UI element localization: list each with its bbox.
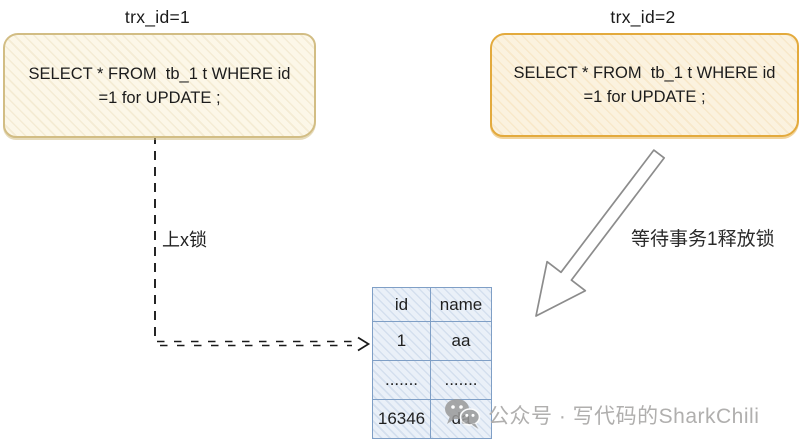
wait-arrow-icon — [535, 149, 666, 317]
table-header-id: id — [372, 287, 431, 322]
trx1-title: trx_id=1 — [124, 7, 191, 27]
table-row: ....... ....... — [372, 360, 492, 400]
table-cell: ....... — [372, 360, 431, 400]
table-row: 1 aa — [372, 321, 492, 361]
dashed-arrowhead-icon — [357, 336, 371, 352]
wechat-icon — [445, 399, 481, 429]
trx1-sql-box: SELECT * FROM tb_1 t WHERE id =1 for UPD… — [3, 33, 316, 138]
wait-annotation: 等待事务1释放锁 — [631, 229, 775, 250]
table-cell: aa — [430, 321, 492, 361]
table-header-name: name — [430, 287, 492, 322]
table-cell: 16346 — [372, 399, 431, 439]
watermark: 公众号 · 写代码的SharkChili — [443, 397, 759, 433]
watermark-text: 公众号 · 写代码的SharkChili — [488, 405, 760, 428]
table-cell: 1 — [372, 321, 431, 361]
trx2-sql-line1: SELECT * FROM tb_1 t WHERE id — [513, 64, 776, 82]
trx1-sql-line1: SELECT * FROM tb_1 t WHERE id — [28, 64, 291, 83]
trx2-sql-box: SELECT * FROM tb_1 t WHERE id =1 for UPD… — [490, 33, 799, 137]
trx1-sql-line2: =1 for UPDATE ; — [98, 88, 221, 107]
lock-annotation: 上x锁 — [162, 230, 207, 250]
trx2-title: trx_id=2 — [610, 7, 676, 27]
trx2-sql-line2: =1 for UPDATE ; — [583, 88, 706, 106]
table-cell: ....... — [430, 360, 492, 400]
table-header-row: id name — [372, 287, 492, 322]
